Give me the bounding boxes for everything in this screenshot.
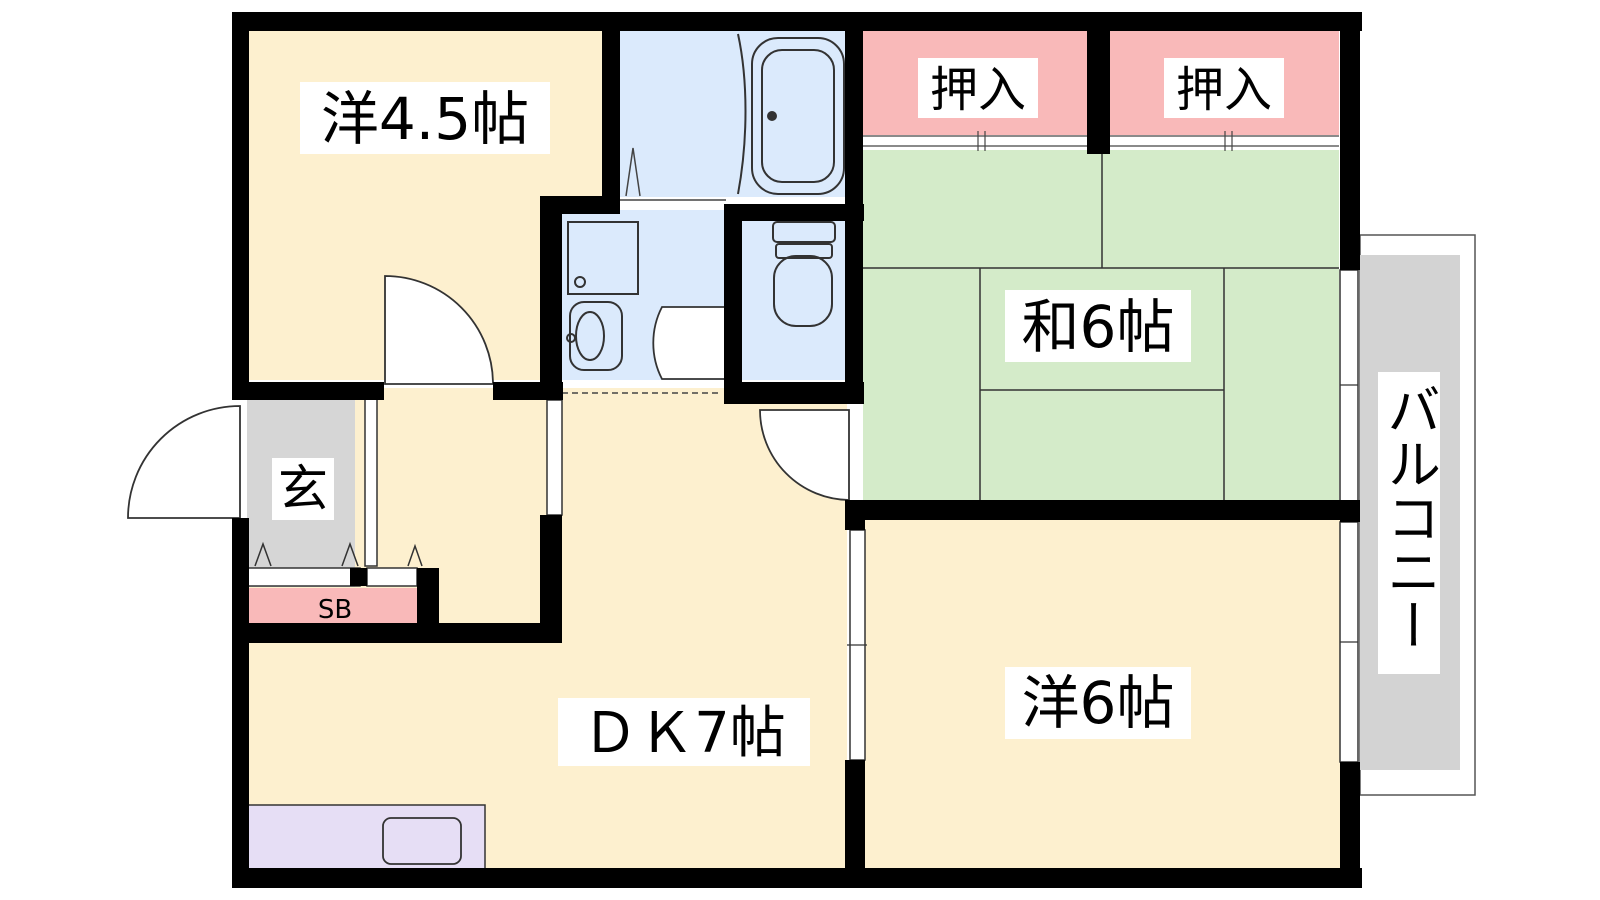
label-bg-western-6 [1005,667,1191,739]
door-entrance [127,405,241,519]
kitchen-sink-icon [382,817,462,865]
label-western-6: 洋6帖 [1022,669,1175,737]
label-dining-kitchen: ＤＫ7帖 [582,701,786,766]
label-closet-left: 押入 [930,62,1026,118]
opening-ticks [847,384,1358,646]
bathroom-floor [620,30,850,197]
shoe-box [247,588,417,628]
label-balcony: バルコニー [1378,382,1441,652]
label-bg-western-4-5 [300,82,550,154]
door-swings [127,275,850,519]
label-bg-closet-left [918,58,1038,118]
label-shoe-box: SB [318,595,352,625]
label-japanese: 和6帖 [1022,293,1175,361]
walls [232,12,1362,888]
label-closet-right: 押入 [1176,62,1272,118]
label-entrance: 玄 [278,460,328,518]
washbasin-icon [566,221,639,371]
door-japanese [759,409,850,501]
toilet-icon [772,221,836,327]
label-bg-entrance [272,458,334,520]
door-washroom [652,306,727,380]
tatami-lines [863,150,1339,502]
balcony-label-box [1378,372,1440,674]
label-bg-dk [558,698,810,766]
label-western-4-5: 洋4.5帖 [321,85,529,153]
label-bg-japanese [1005,290,1191,362]
door-western-4-5 [384,275,494,385]
bathtub-icon [737,33,845,195]
bath-partitions [562,147,726,394]
entrance-step [246,541,423,587]
label-bg-closet-right [1164,58,1284,118]
